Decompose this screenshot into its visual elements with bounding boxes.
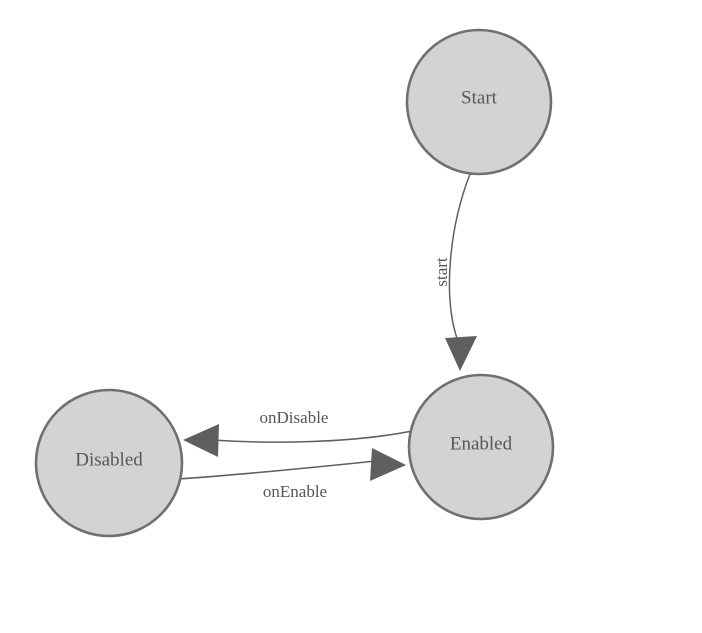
edge-label-ondisable: onDisable <box>260 408 329 427</box>
edge-disabled-to-enabled-arrowhead <box>370 448 406 481</box>
edge-start-to-enabled-path <box>448 173 471 345</box>
edge-enabled-to-disabled-path <box>211 430 413 443</box>
state-node-start-label: Start <box>461 87 498 108</box>
edge-label-onenable: onEnable <box>263 482 327 501</box>
edge-enabled-to-disabled-arrowhead <box>183 424 219 457</box>
edge-start-to-enabled-arrowhead <box>445 336 477 371</box>
state-node-enabled-circle <box>407 373 555 521</box>
edge-label-start: start <box>432 257 451 287</box>
state-node-enabled[interactable]: Enabled <box>407 373 555 521</box>
edge-disabled-to-enabled-path <box>177 460 377 480</box>
edge-disabled-to-enabled[interactable]: onEnable <box>177 448 406 501</box>
state-node-enabled-label: Enabled <box>450 433 513 454</box>
state-node-start-circle <box>405 28 553 176</box>
state-node-disabled-circle <box>34 388 184 538</box>
edge-enabled-to-disabled[interactable]: onDisable <box>183 408 413 457</box>
edge-start-to-enabled[interactable]: start <box>432 173 477 371</box>
state-node-start[interactable]: Start <box>405 28 553 176</box>
state-node-disabled-label: Disabled <box>75 449 143 470</box>
state-node-disabled[interactable]: Disabled <box>34 388 184 538</box>
